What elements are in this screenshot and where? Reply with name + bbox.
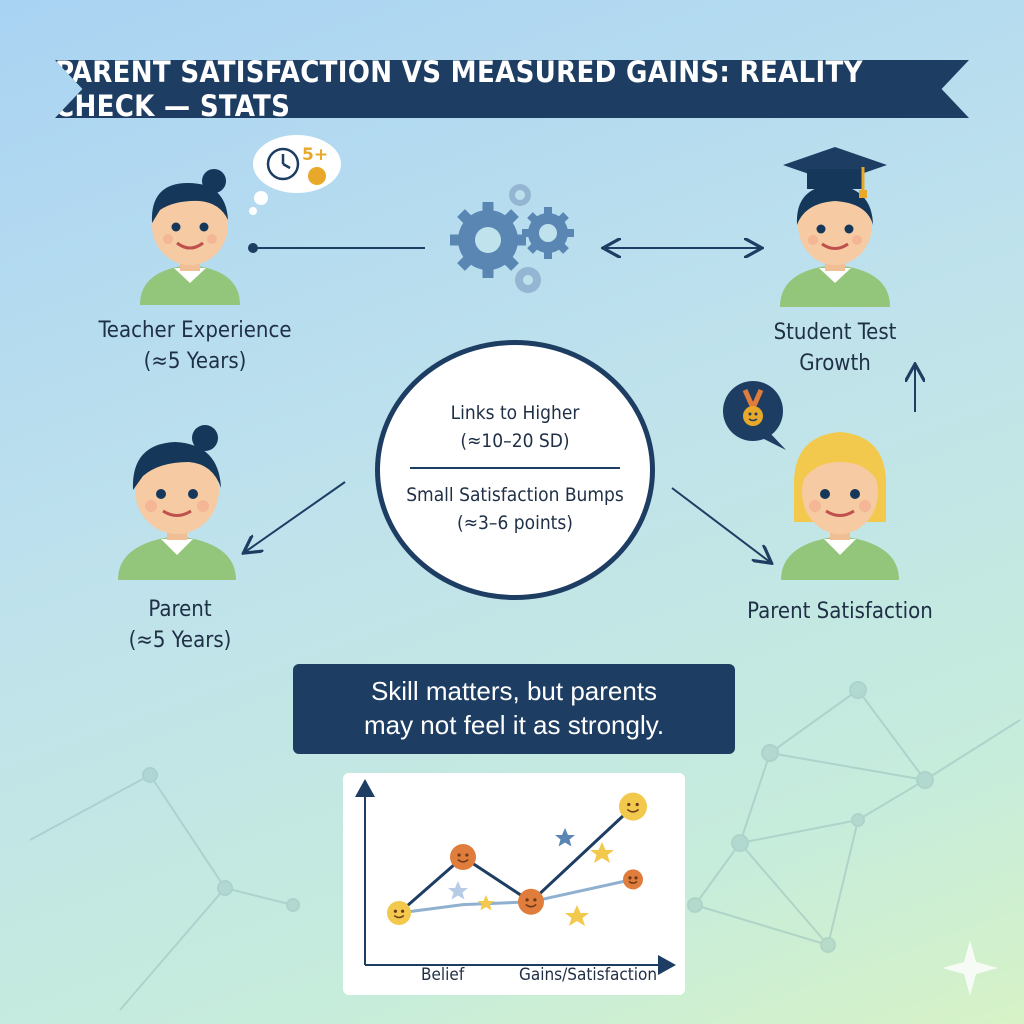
center-summary-circle: Links to Higher (≈10–20 SD) Small Satisf… [375, 340, 655, 600]
gears-icon [450, 184, 574, 293]
teacher-label-line1: Teacher Experience [98, 318, 292, 343]
smiley-eye [634, 876, 638, 880]
series-line-2 [398, 877, 634, 915]
smiley-eye [533, 898, 537, 902]
center-bottom-text: Small Satisfaction Bumps (≈3–6 points) [380, 482, 650, 537]
smiley-mouth [457, 859, 469, 863]
key-message-callout: Skill matters, but parents may not feel … [293, 664, 735, 754]
smiley-eye [635, 802, 639, 807]
smiley-point-icon [387, 901, 411, 925]
smiley-eye [525, 898, 529, 902]
smiley-mouth [626, 808, 640, 813]
smiley-eye [401, 909, 405, 913]
student-test-growth-label: Student Test Growth [735, 318, 935, 380]
smiley-mouth [628, 880, 638, 884]
smiley-point-icon [623, 869, 643, 890]
star-icon [555, 828, 575, 847]
student-avatar [780, 147, 890, 307]
center-top-text: Links to Higher (≈10–20 SD) [380, 400, 650, 455]
smiley-point-icon [450, 844, 476, 870]
parent-label-line1: Parent [148, 597, 212, 622]
smiley-eye [457, 853, 461, 857]
parent-avatar [118, 425, 236, 580]
teacher-label-line2: (≈5 Years) [143, 348, 247, 374]
trend-chart [355, 779, 676, 975]
smiley-eye [393, 909, 397, 913]
parent-satisfaction-label-line1: Parent Satisfaction [747, 599, 933, 624]
smiley-point-icon [518, 888, 544, 915]
star-icon [590, 842, 614, 863]
title-banner: PARENT SATISFACTION VS MEASURED GAINS: R… [55, 60, 969, 118]
chart-xlabel-right: Gains/Satisfaction [519, 965, 658, 985]
parent-satisfaction-avatar [781, 432, 899, 580]
medal-bubble-icon [723, 381, 786, 450]
callout-line2: may not feel it as strongly. [363, 710, 665, 740]
thought-bubble-icon [249, 135, 341, 215]
teacher-avatar [140, 169, 240, 305]
star-icon [448, 881, 468, 900]
smiley-eye [628, 876, 632, 880]
smiley-mouth [525, 903, 537, 908]
parent-label-line2: (≈5 Years) [128, 627, 232, 653]
center-top-line2: (≈10–20 SD) [460, 429, 570, 452]
center-bottom-line2: (≈3–6 points) [457, 511, 573, 534]
chart-xlabel-left: Belief [421, 965, 465, 985]
smiley-eye [627, 802, 631, 807]
star-icon [477, 895, 495, 911]
center-top-line1: Links to Higher [450, 402, 580, 424]
star-icon [565, 905, 589, 926]
series-line-1 [398, 805, 635, 915]
parent-satisfaction-label: Parent Satisfaction [740, 597, 940, 628]
page-title: PARENT SATISFACTION VS MEASURED GAINS: R… [55, 55, 863, 123]
center-divider [410, 467, 620, 469]
trend-chart-card: Belief Gains/Satisfaction [343, 773, 685, 995]
center-bottom-line1: Small Satisfaction Bumps [406, 484, 624, 506]
student-label-line1: Student Test Growth [773, 320, 897, 376]
bubble-value: 5+ [302, 145, 329, 165]
smiley-mouth [393, 914, 405, 919]
parent-label: Parent (≈5 Years) [80, 595, 280, 657]
callout-line1: Skill matters, but parents [370, 676, 658, 707]
smiley-point-icon [619, 792, 647, 821]
teacher-experience-label: Teacher Experience (≈5 Years) [95, 316, 295, 378]
smiley-eye [465, 853, 469, 857]
